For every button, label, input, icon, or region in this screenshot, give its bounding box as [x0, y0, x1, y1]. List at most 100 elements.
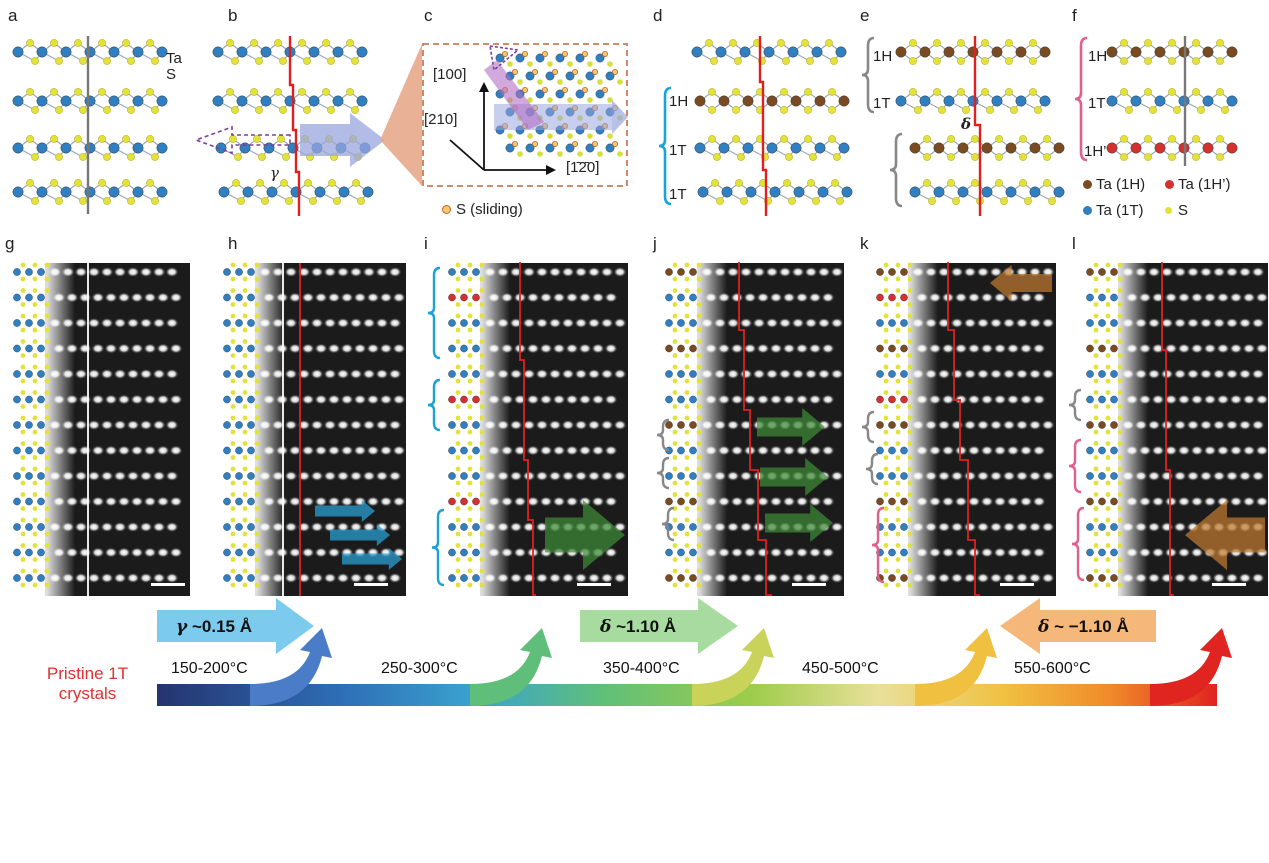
tantalum-atom — [1086, 344, 1094, 353]
atom-column — [362, 318, 376, 328]
sulfur-atom — [467, 415, 473, 421]
ta-1t-legend: Ta (1T) — [1096, 202, 1144, 219]
sulfur-atom — [1043, 135, 1051, 143]
sulfur-atom — [44, 557, 50, 562]
tantalum-atom — [37, 395, 45, 404]
atom-column — [1186, 369, 1200, 379]
tantalum-atom — [60, 46, 72, 58]
atom-column — [509, 522, 523, 532]
sulfur-atom — [282, 153, 290, 161]
sulfur-atom — [50, 88, 58, 96]
atom-column — [87, 471, 101, 481]
sulfur-atom — [50, 39, 58, 47]
sulfur-atom — [103, 197, 111, 205]
tantalum-atom — [472, 395, 480, 404]
tantalum-atom — [605, 71, 615, 81]
atom-column — [1251, 267, 1265, 277]
tantalum-atom — [981, 186, 993, 198]
layer-group-brace — [427, 266, 441, 360]
tantalum-atom — [448, 497, 456, 506]
atom-column — [522, 369, 536, 379]
atom-column — [113, 318, 127, 328]
atom-column — [795, 292, 809, 303]
atom-column — [1238, 369, 1252, 379]
tantalum-atom — [1098, 421, 1106, 429]
scale-bar-g — [151, 583, 185, 586]
sulfur-atom — [1144, 39, 1152, 47]
atom-column — [310, 573, 324, 583]
sulfur-atom — [1105, 466, 1111, 472]
tantalum-atom — [247, 446, 255, 455]
atom-column — [1151, 394, 1165, 405]
atom-column — [117, 343, 131, 354]
sulfur-atom — [780, 106, 788, 114]
tantalum-atom — [811, 46, 823, 58]
blue-shift-arrow — [342, 548, 402, 570]
atom-column — [349, 318, 363, 328]
tantalum-atom — [1154, 46, 1166, 58]
temperature-gradient-bar — [157, 684, 1217, 706]
sulfur-atom — [44, 404, 50, 409]
sulfur-atom — [274, 39, 282, 47]
atom-column — [152, 267, 166, 277]
sulfur-atom — [479, 262, 485, 268]
sulfur-atom — [280, 179, 288, 187]
atom-column — [1002, 369, 1016, 379]
atom-column — [976, 369, 990, 379]
sulfur-atom — [672, 557, 678, 562]
tantalum-atom — [677, 574, 685, 582]
atom-column — [379, 343, 393, 354]
atom-column — [78, 292, 92, 303]
layer-group-brace — [661, 506, 675, 542]
tas2-layer — [12, 135, 168, 161]
atom-column — [587, 420, 601, 430]
sulfur-atom — [327, 57, 335, 65]
atom-column — [1212, 267, 1226, 277]
tantalum-atom — [876, 268, 884, 276]
sulfur-atom — [309, 197, 317, 205]
atom-column — [1032, 394, 1046, 405]
sulfur-atom — [44, 313, 50, 319]
sulfur-atom — [684, 313, 690, 319]
temperature-step-arrow — [915, 628, 997, 706]
tas2-layer — [1106, 39, 1238, 65]
atom-column — [600, 420, 614, 430]
tantalum-atom — [460, 293, 468, 302]
sulfur-atom — [1093, 390, 1099, 395]
atom-column — [1002, 573, 1016, 583]
sulfur-atom — [20, 492, 26, 497]
tantalum-atom — [665, 395, 673, 404]
sulfur-atom — [1105, 390, 1111, 395]
sulfur-atom — [907, 543, 913, 548]
sliding-sulfur-atom — [592, 69, 599, 76]
atom-column — [565, 343, 579, 354]
tantalum-atom — [888, 421, 896, 429]
tantalum-atom — [235, 523, 243, 531]
atom-column — [1160, 522, 1174, 532]
atom-column — [522, 471, 536, 481]
atom-column — [1032, 445, 1046, 456]
sulfur-atom — [32, 353, 38, 358]
tantalum-atom — [689, 268, 697, 276]
sulfur-atom — [346, 39, 354, 47]
blue-shift-arrow — [315, 500, 375, 522]
tantalum-atom — [1005, 186, 1017, 198]
sulfur-atom — [883, 327, 889, 333]
tantalum-atom — [689, 472, 697, 480]
atom-column — [375, 318, 389, 328]
sulfur-atom — [1105, 557, 1111, 562]
sulfur-atom — [1117, 557, 1123, 562]
sulfur-atom — [20, 455, 26, 460]
atom-column — [362, 471, 376, 481]
sulfur-atom — [995, 179, 1003, 187]
sulfur-atom — [44, 276, 50, 282]
sulfur-atom — [883, 276, 889, 282]
sulfur-atom — [957, 39, 965, 47]
atom-column — [954, 547, 968, 558]
atom-column — [288, 445, 302, 456]
axis-arrowhead-100 — [479, 82, 489, 92]
atom-column — [993, 292, 1007, 303]
tantalum-atom — [472, 472, 480, 480]
tantalum-atom — [900, 268, 908, 276]
negative-delta-shift-value: ~ −1.10 Å — [1049, 617, 1129, 636]
